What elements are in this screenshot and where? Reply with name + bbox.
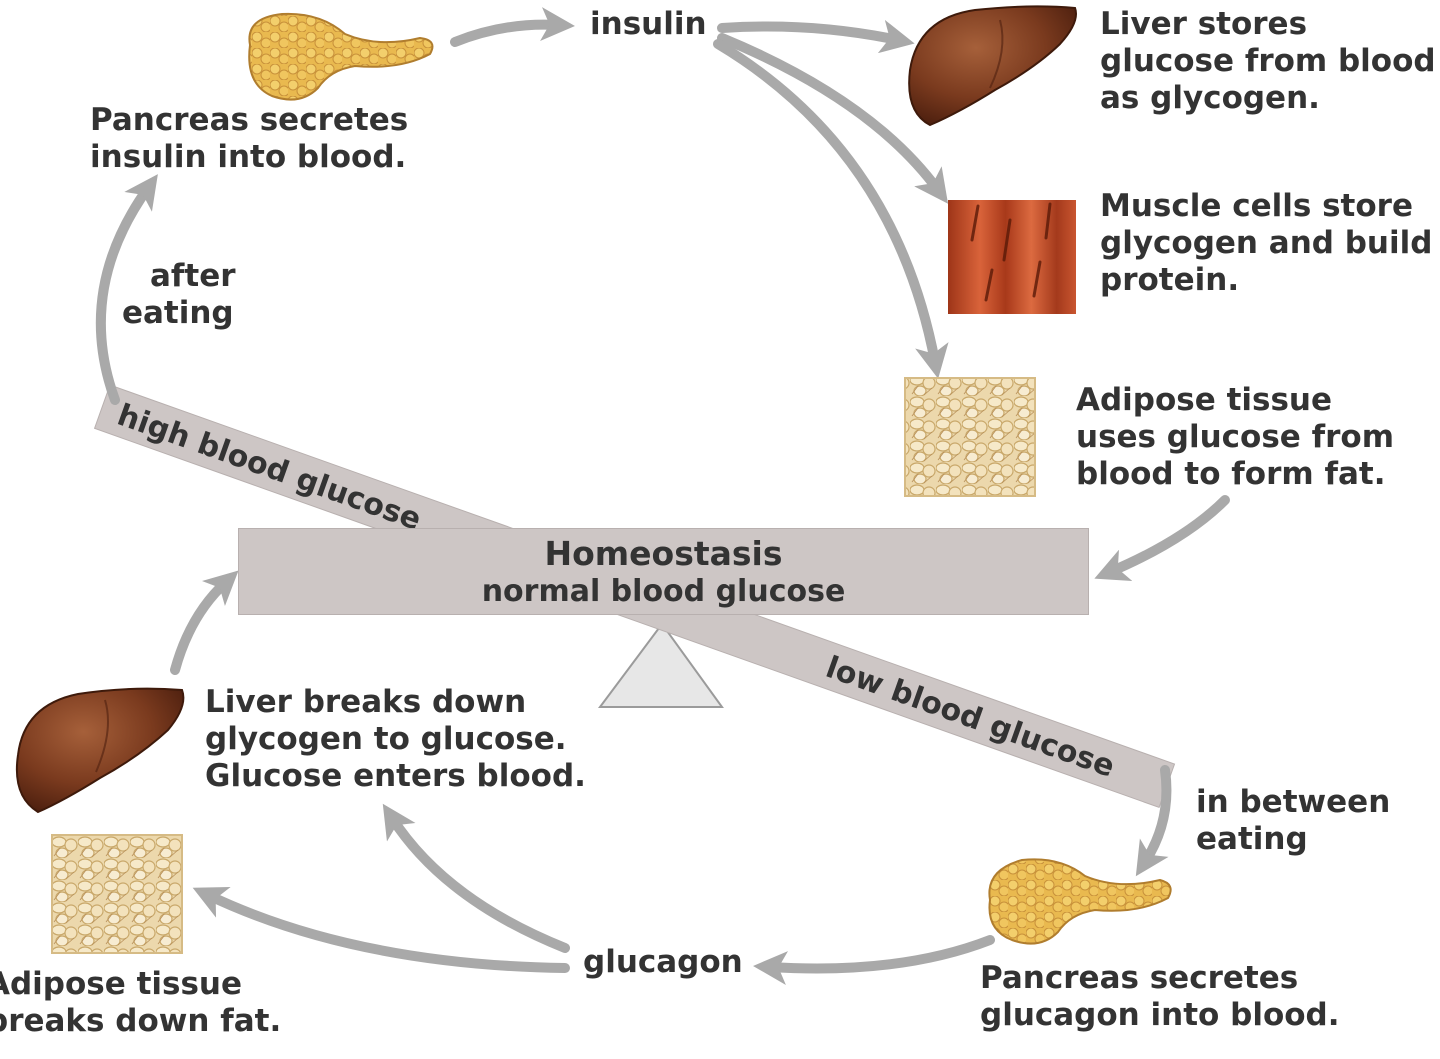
- homeostasis-title: Homeostasis: [544, 534, 783, 573]
- adipose-breaks-down-text: Adipose tissue breaks down fat.: [0, 966, 282, 1039]
- arrow-insulin-to-adipose: [713, 39, 949, 379]
- low-blood-glucose-label: low blood glucose: [821, 650, 1119, 785]
- pancreas-secretes-insulin-text: Pancreas secretes insulin into blood.: [90, 102, 409, 175]
- arrow-adipose-to-homeostasis: [1094, 495, 1230, 581]
- adipose-forms-fat-text: Adipose tissue uses glucose from blood t…: [1076, 382, 1394, 492]
- pancreas-icon: [248, 12, 434, 101]
- arrow-pancreas-to-glucagon: [753, 935, 995, 986]
- arrow-glucagon-to-liver: [382, 803, 570, 953]
- arrow-liver-to-homeostasis: [170, 570, 239, 675]
- liver-breaks-down-text: Liver breaks down glycogen to glucose. G…: [205, 684, 586, 794]
- arrow-pancreas-to-insulin: [450, 7, 575, 47]
- pancreas-icon: [988, 858, 1172, 945]
- arrow-glucagon-to-adipose: [192, 886, 570, 973]
- muscle-cells-text: Muscle cells store glycogen and build pr…: [1100, 188, 1433, 298]
- after-eating-label: after eating: [121, 258, 236, 331]
- adipose-tissue-icon: [904, 377, 1036, 497]
- pancreas-secretes-glucagon-text: Pancreas secretes glucagon into blood.: [980, 960, 1340, 1033]
- homeostasis-subtitle: normal blood glucose: [481, 574, 846, 609]
- arrow-insulin-to-muscle: [717, 33, 949, 204]
- in-between-eating-label: in between eating: [1196, 784, 1391, 857]
- muscle-tissue-icon: [948, 200, 1076, 314]
- seesaw-fulcrum: [598, 622, 724, 708]
- arrow-high-to-pancreas: [95, 174, 158, 405]
- adipose-tissue-icon: [51, 834, 183, 954]
- insulin-label: insulin: [590, 6, 707, 42]
- homeostasis-box: Homeostasis normal blood glucose: [238, 528, 1089, 615]
- high-blood-glucose-label: high blood glucose: [113, 398, 426, 538]
- liver-icon: [15, 687, 185, 814]
- arrow-low-to-pancreas: [1135, 765, 1172, 877]
- glucagon-label: glucagon: [583, 944, 743, 980]
- liver-icon: [908, 5, 1077, 127]
- liver-stores-text: Liver stores glucose from blood as glyco…: [1100, 6, 1436, 116]
- arrow-insulin-to-liver: [717, 19, 915, 54]
